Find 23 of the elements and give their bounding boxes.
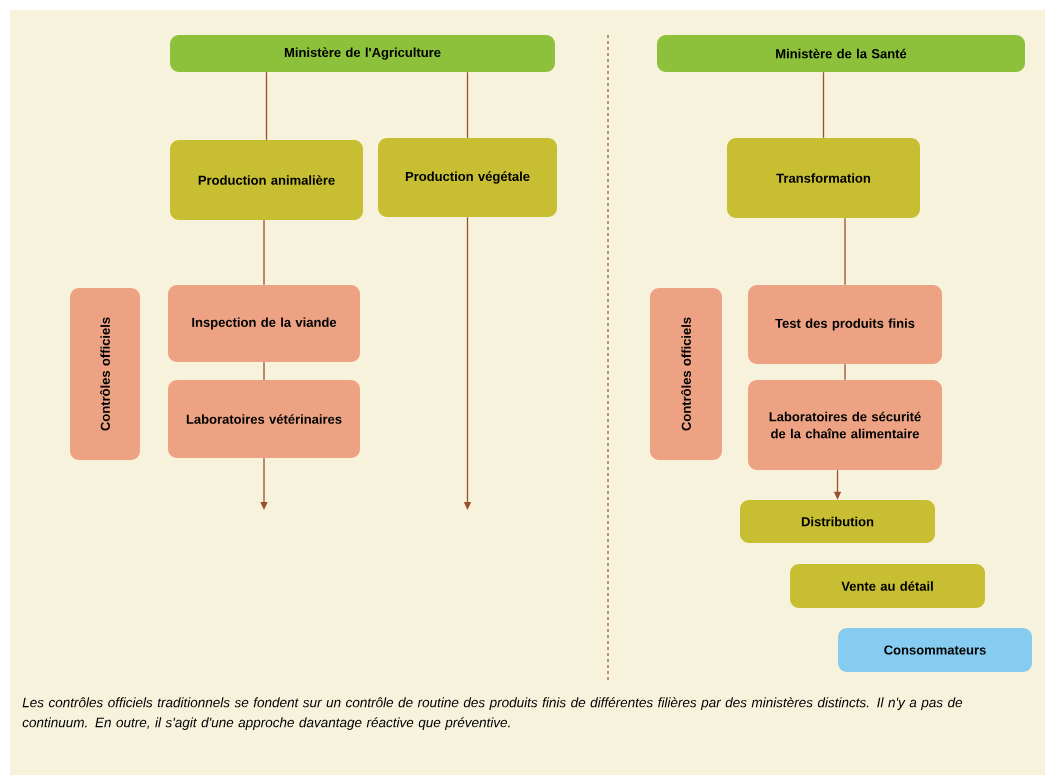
consumer-box: Consommateurs — [838, 628, 1032, 672]
control-band: Contrôles officiels — [70, 288, 140, 460]
connector — [263, 219, 265, 286]
control-box: Laboratoires vétérinaires — [168, 380, 360, 458]
stage-box: Distribution — [740, 500, 935, 543]
control-box: Test des produits finis — [748, 285, 942, 364]
ministry-box: Ministère de l'Agriculture — [170, 35, 555, 72]
ministry-box: Ministère de la Santé — [657, 35, 1025, 72]
connector — [260, 457, 268, 510]
stage-box: Production animalière — [170, 140, 363, 220]
connector — [822, 71, 825, 139]
control-box: Inspection de la viande — [168, 285, 360, 362]
stage-box: Vente au détail — [790, 564, 985, 608]
connector — [265, 71, 268, 141]
connector — [263, 361, 265, 381]
control-box: Laboratoires de sécurité de la chaîne alimentaire — [748, 380, 942, 470]
stage-box: Production végétale — [378, 138, 557, 217]
stage-box: Transformation — [727, 138, 920, 218]
connector — [844, 217, 846, 286]
control-band: Contrôles officiels — [650, 288, 722, 460]
connector — [466, 71, 469, 139]
caption: Les contrôles officiels traditionnels se fondent sur un contrôle de routine des produits finis de différentes filières par des ministères distincts. Il n'y a pas de continuum. En outre, il s'agit d'une approche davantage réactive que préventive. — [22, 697, 963, 730]
connector — [844, 363, 846, 381]
